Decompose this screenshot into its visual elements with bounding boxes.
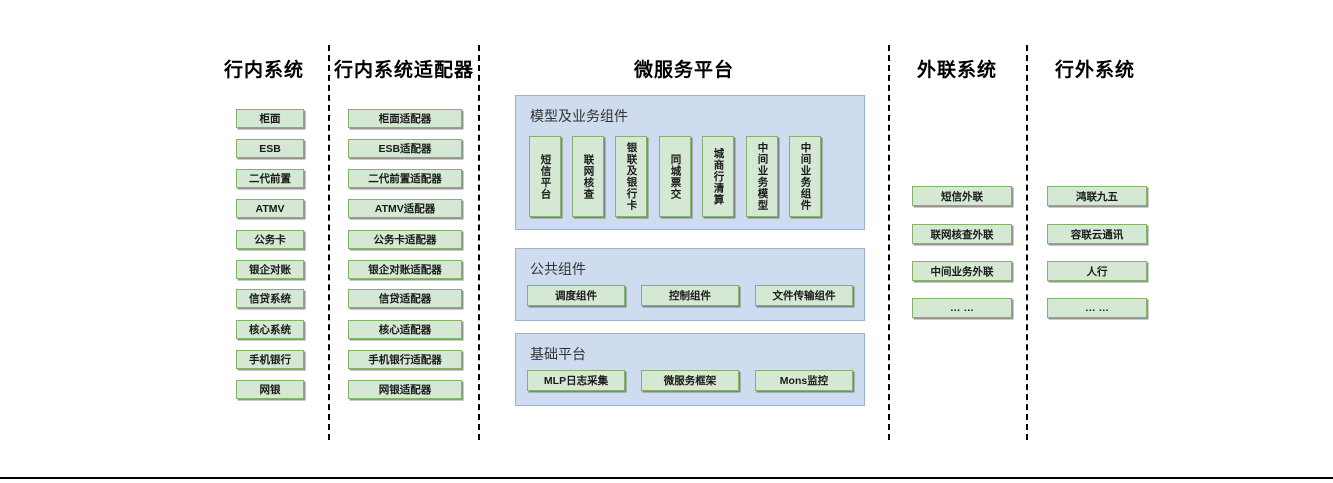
node-internal-4[interactable]: 公务卡 bbox=[236, 230, 304, 249]
node-internal-6[interactable]: 信贷系统 bbox=[236, 289, 304, 308]
node-internal-5[interactable]: 银企对账 bbox=[236, 260, 304, 279]
node-model-3[interactable]: 同城票交 bbox=[659, 136, 691, 217]
node-model-4[interactable]: 城商行清算 bbox=[702, 136, 734, 217]
node-adapter-7[interactable]: 核心适配器 bbox=[348, 320, 462, 339]
node-model-1[interactable]: 联网核查 bbox=[572, 136, 604, 217]
node-public-0[interactable]: 调度组件 bbox=[527, 285, 625, 306]
panel-title-public-components: 公共组件 bbox=[530, 261, 586, 277]
node-liaison-2[interactable]: 中间业务外联 bbox=[912, 261, 1012, 281]
node-internal-9[interactable]: 网银 bbox=[236, 380, 304, 399]
node-adapter-9[interactable]: 网银适配器 bbox=[348, 380, 462, 399]
node-internal-8[interactable]: 手机银行 bbox=[236, 350, 304, 369]
column-divider-4 bbox=[1026, 45, 1028, 440]
node-adapter-8[interactable]: 手机银行适配器 bbox=[348, 350, 462, 369]
node-adapter-2[interactable]: 二代前置适配器 bbox=[348, 169, 462, 188]
column-title-outside-bank-systems: 行外系统 bbox=[1054, 60, 1135, 81]
panel-base-platform: 基础平台 bbox=[515, 333, 865, 406]
node-public-1[interactable]: 控制组件 bbox=[641, 285, 739, 306]
node-adapter-0[interactable]: 柜面适配器 bbox=[348, 109, 462, 128]
node-model-0[interactable]: 短信平台 bbox=[529, 136, 561, 217]
column-title-external-liaison-systems: 外联系统 bbox=[916, 60, 997, 81]
node-model-5[interactable]: 中间业务模型 bbox=[746, 136, 778, 217]
node-adapter-6[interactable]: 信贷适配器 bbox=[348, 289, 462, 308]
node-base-1[interactable]: 微服务框架 bbox=[641, 370, 739, 391]
column-divider-1 bbox=[328, 45, 330, 440]
node-adapter-5[interactable]: 银企对账适配器 bbox=[348, 260, 462, 279]
panel-title-model-business-components: 模型及业务组件 bbox=[530, 108, 628, 124]
node-internal-1[interactable]: ESB bbox=[236, 139, 304, 158]
node-outside-3[interactable]: … … bbox=[1047, 298, 1147, 318]
column-divider-2 bbox=[478, 45, 480, 440]
node-model-6[interactable]: 中间业务组件 bbox=[789, 136, 821, 217]
node-liaison-0[interactable]: 短信外联 bbox=[912, 186, 1012, 206]
node-outside-1[interactable]: 容联云通讯 bbox=[1047, 224, 1147, 244]
column-title-internal-systems: 行内系统 bbox=[223, 60, 304, 81]
node-internal-2[interactable]: 二代前置 bbox=[236, 169, 304, 188]
node-public-2[interactable]: 文件传输组件 bbox=[755, 285, 853, 306]
node-liaison-1[interactable]: 联网核查外联 bbox=[912, 224, 1012, 244]
node-base-0[interactable]: MLP日志采集 bbox=[527, 370, 625, 391]
node-liaison-3[interactable]: … … bbox=[912, 298, 1012, 318]
node-outside-2[interactable]: 人行 bbox=[1047, 261, 1147, 281]
column-divider-3 bbox=[888, 45, 890, 440]
panel-public-components: 公共组件 bbox=[515, 248, 865, 321]
node-outside-0[interactable]: 鸿联九五 bbox=[1047, 186, 1147, 206]
panel-title-base-platform: 基础平台 bbox=[530, 346, 586, 362]
node-internal-3[interactable]: ATMV bbox=[236, 199, 304, 218]
node-model-2[interactable]: 银联及银行卡 bbox=[615, 136, 647, 217]
bottom-divider-rule bbox=[0, 477, 1333, 479]
node-adapter-1[interactable]: ESB适配器 bbox=[348, 139, 462, 158]
node-adapter-3[interactable]: ATMV适配器 bbox=[348, 199, 462, 218]
node-base-2[interactable]: Mons监控 bbox=[755, 370, 853, 391]
column-title-microservice-platform: 微服务平台 bbox=[633, 60, 734, 81]
node-internal-0[interactable]: 柜面 bbox=[236, 109, 304, 128]
node-internal-7[interactable]: 核心系统 bbox=[236, 320, 304, 339]
column-title-internal-adapters: 行内系统适配器 bbox=[333, 60, 474, 81]
node-adapter-4[interactable]: 公务卡适配器 bbox=[348, 230, 462, 249]
